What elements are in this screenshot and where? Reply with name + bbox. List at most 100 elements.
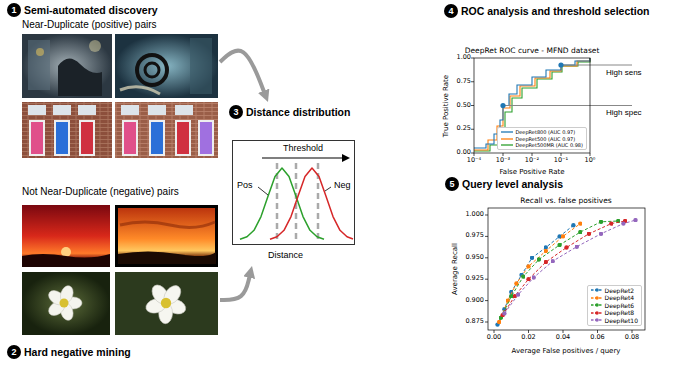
curve-label: Neg <box>334 180 351 190</box>
legend-swatch <box>591 295 603 301</box>
legend-swatch-line <box>501 144 513 145</box>
tick-label: 0.875 <box>465 318 484 325</box>
photo-doors-part <box>80 121 94 155</box>
legend-swatch <box>591 317 603 323</box>
legend-text: DeepRet500MR (AUC 0.98) <box>515 142 583 148</box>
legend-entry: DeepRet2 <box>591 287 638 295</box>
legend-text: DeepRet8 <box>605 309 635 317</box>
tick-label: 0.50 <box>457 102 471 109</box>
roc-chart-part <box>500 103 505 108</box>
photo-doors <box>115 102 218 158</box>
photo-doors-part <box>78 105 96 115</box>
legend-entry: DeepRet8 <box>591 309 638 317</box>
curve-label: Pos <box>237 180 253 190</box>
photo-doors-part <box>28 105 46 115</box>
image-pair-panel: Not Near-Duplicate (negative) pairs <box>20 185 220 337</box>
recall-chart-part <box>488 208 645 330</box>
axis-label: True Positive Rate <box>442 74 450 136</box>
photo-doors-part <box>175 105 193 115</box>
photo-sunset-part <box>22 254 110 267</box>
tick-label: 0.25 <box>457 126 471 133</box>
tick-label: 0.06 <box>590 334 604 341</box>
tick-label: 0.04 <box>556 334 570 341</box>
recall-chart-part <box>498 225 574 324</box>
roc-chart-part <box>474 58 590 153</box>
photo-flower-part <box>144 282 188 324</box>
photo-doors-part <box>121 105 139 115</box>
plot-frame <box>232 140 355 245</box>
photo-flower <box>115 272 218 335</box>
photo-doors-part <box>150 121 164 155</box>
tick-label: 10⁻² <box>525 157 539 164</box>
photo-wall-part <box>115 34 218 98</box>
legend-swatch-marker <box>595 318 599 322</box>
section-heading: Semi-automated discovery <box>24 4 158 16</box>
photo-wall-part <box>36 48 44 56</box>
photo-wall-part <box>28 40 50 90</box>
axis-label: Distance <box>268 250 303 260</box>
photo-sunset <box>117 207 217 266</box>
photo-doors-part <box>115 102 218 158</box>
connector-group <box>220 51 264 300</box>
plot-annotation: Threshold <box>283 143 323 153</box>
threshold-label: High spec <box>606 108 642 117</box>
legend-entry: DeepRet4 <box>591 294 638 302</box>
chart-legend: DeepRet800 (AUC 0.97)DeepRet500 (AUC 0.9… <box>497 127 587 150</box>
section-heading: ROC analysis and threshold selection <box>461 5 649 17</box>
photo-doors-part <box>55 121 69 155</box>
step-number: 3 <box>229 105 243 119</box>
photo-doors-part <box>148 105 166 115</box>
chart-title: Recall vs. false positives <box>520 197 611 206</box>
photo-flower-part <box>60 299 69 308</box>
photo-flower <box>22 272 110 335</box>
tick-label: 0.950 <box>465 254 484 261</box>
photo-doors-part <box>176 121 190 155</box>
distance-curves-part <box>262 157 343 158</box>
legend-text: DeepRet2 <box>605 287 635 295</box>
photo-wall-part <box>120 87 160 94</box>
chart-legend: DeepRet2DeepRet4DeepRet6DeepRet8DeepRet1… <box>587 285 642 327</box>
axis-label: Average False positives / query <box>512 347 621 355</box>
legend-swatch-line <box>501 132 513 133</box>
panel-heading: Not Near-Duplicate (negative) pairs <box>22 186 179 198</box>
photo-wall-part <box>58 58 102 96</box>
axis-label: Average Recall <box>451 243 459 295</box>
axis-label: False Positive Rate <box>499 168 564 176</box>
photo-flower-part <box>161 282 185 307</box>
legend-text: DeepRet4 <box>605 294 635 302</box>
legend-entry: DeepRet800 (AUC 0.97) <box>501 129 583 135</box>
legend-text: DeepRet10 <box>605 317 638 325</box>
tick-label: 0.925 <box>465 275 484 282</box>
legend-entry: DeepRet6 <box>591 302 638 310</box>
step-number: 4 <box>444 4 458 18</box>
threshold-label: High sens <box>606 68 642 77</box>
legend-swatch-marker <box>595 303 599 307</box>
legend-swatch <box>501 142 513 148</box>
photo-wall-part <box>137 55 167 85</box>
step-number-text: 3 <box>233 108 238 117</box>
photo-wall-part <box>89 40 101 52</box>
legend-entry: DeepRet500MR (AUC 0.98) <box>501 142 583 148</box>
roc-chart-part <box>558 62 563 67</box>
photo-flower-part <box>115 272 218 335</box>
tick-label: 0.975 <box>465 233 484 240</box>
flow-arrow <box>220 51 264 92</box>
legend-swatch <box>591 287 603 293</box>
tick-label: 10⁰ <box>585 157 596 164</box>
photo-sunset-part <box>22 205 110 267</box>
photo-wall <box>22 34 112 98</box>
section-heading: Distance distribution <box>246 106 350 118</box>
legend-swatch <box>591 302 603 308</box>
image-pair-panel: Near-Duplicate (positive) pairs <box>20 18 220 160</box>
legend-swatch-marker <box>595 311 599 315</box>
tick-label: 0.900 <box>465 297 484 304</box>
distance-curves-part <box>270 168 353 239</box>
photo-sunset <box>22 205 110 267</box>
photo-wall <box>115 34 218 98</box>
distance-curves-part <box>258 187 268 195</box>
step-number: 5 <box>445 177 459 191</box>
distance-curves <box>240 154 353 242</box>
chart-title: DeepRet ROC curve - MFND dataset <box>465 47 600 56</box>
step-number-text: 5 <box>449 180 454 189</box>
step-number: 2 <box>7 345 21 359</box>
